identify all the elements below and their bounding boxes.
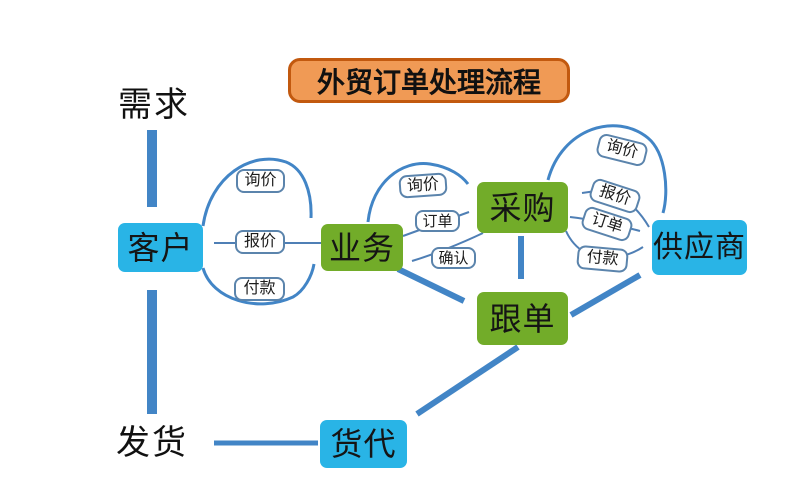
node-supplier: 供应商 xyxy=(652,220,747,275)
arc-customer-payment-business xyxy=(201,263,316,306)
page-title-text: 外贸订单处理流程 xyxy=(316,66,541,98)
node-purchase: 采购 xyxy=(477,182,568,233)
edge-label-quote-customer-business: 报价 xyxy=(235,230,285,254)
arc-customer-inquiry-business xyxy=(201,157,313,227)
edge-label-payment-purchase-supplier: 付款 xyxy=(576,244,629,274)
node-follow-up: 跟单 xyxy=(477,292,568,345)
page-title: 外贸订单处理流程 xyxy=(288,58,570,103)
arc-business-inquiry-purchase xyxy=(366,162,470,223)
label-ship: 发货 xyxy=(116,424,188,462)
edge-label-confirm-business-purchase: 确认 xyxy=(431,247,476,269)
edge-label-payment-customer-business: 付款 xyxy=(234,277,285,301)
edge-label-order-business-purchase: 订单 xyxy=(415,210,460,232)
node-business: 业务 xyxy=(321,224,403,271)
edge-label-inquiry-customer-business: 询价 xyxy=(236,169,285,193)
label-demand: 需求 xyxy=(118,86,190,124)
arrow-followup-to-forwarder xyxy=(415,344,520,417)
node-customer: 客户 xyxy=(118,223,203,272)
arrow-business-to-followup xyxy=(396,266,466,304)
node-forwarder: 货代 xyxy=(320,420,407,468)
arc-purchase-inquiry-supplier xyxy=(546,124,668,214)
edge-label-inquiry-business-purchase: 询价 xyxy=(398,172,448,199)
arrow-followup-to-supplier xyxy=(569,272,642,318)
